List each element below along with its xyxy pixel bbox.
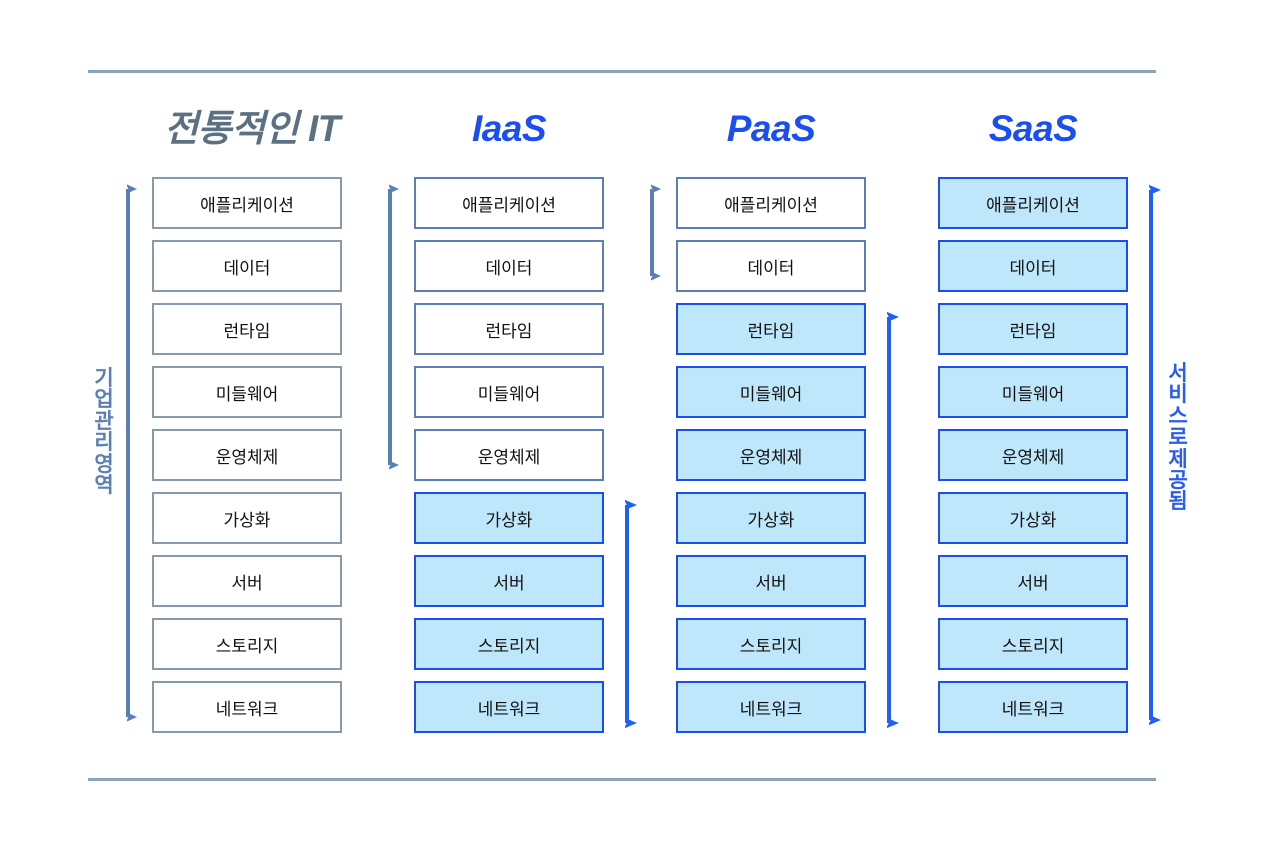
paas-provided-arrow <box>887 302 904 738</box>
layer-box-network[interactable]: 네트워크 <box>414 681 604 733</box>
layer-box-data[interactable]: 데이터 <box>152 240 342 292</box>
layer-box-data[interactable]: 데이터 <box>676 240 866 292</box>
layer-box-runtime[interactable]: 런타임 <box>938 303 1128 355</box>
stack-paas: 애플리케이션 데이터 런타임 미들웨어 운영체제 가상화 서버 스토리지 네트워… <box>676 177 866 744</box>
layer-box-application[interactable]: 애플리케이션 <box>152 177 342 229</box>
layer-box-storage[interactable]: 스토리지 <box>414 618 604 670</box>
top-divider-rule <box>88 70 1156 73</box>
layer-box-server[interactable]: 서버 <box>414 555 604 607</box>
column-title-iaas: IaaS <box>471 108 547 149</box>
layer-box-virtualization[interactable]: 가상화 <box>414 492 604 544</box>
layer-box-middleware[interactable]: 미들웨어 <box>152 366 342 418</box>
layer-box-runtime[interactable]: 런타임 <box>676 303 866 355</box>
layer-box-middleware[interactable]: 미들웨어 <box>676 366 866 418</box>
layer-box-server[interactable]: 서버 <box>152 555 342 607</box>
layer-box-virtualization[interactable]: 가상화 <box>152 492 342 544</box>
layer-box-runtime[interactable]: 런타임 <box>414 303 604 355</box>
layer-box-server[interactable]: 서버 <box>938 555 1128 607</box>
layer-box-server[interactable]: 서버 <box>676 555 866 607</box>
layer-box-os[interactable]: 운영체제 <box>938 429 1128 481</box>
layer-box-data[interactable]: 데이터 <box>414 240 604 292</box>
layer-box-middleware[interactable]: 미들웨어 <box>938 366 1128 418</box>
column-title-traditional-it: 전통적인 IT <box>164 108 340 149</box>
bottom-divider-rule <box>88 778 1156 781</box>
layer-box-os[interactable]: 운영체제 <box>676 429 866 481</box>
layer-box-runtime[interactable]: 런타임 <box>152 303 342 355</box>
layer-box-application[interactable]: 애플리케이션 <box>676 177 866 229</box>
stack-iaas: 애플리케이션 데이터 런타임 미들웨어 운영체제 가상화 서버 스토리지 네트워… <box>414 177 604 744</box>
layer-box-middleware[interactable]: 미들웨어 <box>414 366 604 418</box>
layer-box-network[interactable]: 네트워크 <box>938 681 1128 733</box>
layer-box-virtualization[interactable]: 가상화 <box>676 492 866 544</box>
layer-box-os[interactable]: 운영체제 <box>414 429 604 481</box>
layer-box-storage[interactable]: 스토리지 <box>938 618 1128 670</box>
layer-box-network[interactable]: 네트워크 <box>676 681 866 733</box>
column-title-paas: PaaS <box>726 108 816 149</box>
stack-traditional-it: 애플리케이션 데이터 런타임 미들웨어 운영체제 가상화 서버 스토리지 네트워… <box>152 177 342 744</box>
layer-box-storage[interactable]: 스토리지 <box>676 618 866 670</box>
layer-box-application[interactable]: 애플리케이션 <box>938 177 1128 229</box>
layer-box-os[interactable]: 운영체제 <box>152 429 342 481</box>
saas-provided-arrow <box>1149 175 1166 735</box>
layer-box-application[interactable]: 애플리케이션 <box>414 177 604 229</box>
paas-managed-arrow <box>650 175 666 290</box>
stack-saas: 애플리케이션 데이터 런타임 미들웨어 운영체제 가상화 서버 스토리지 네트워… <box>938 177 1128 744</box>
iaas-provided-arrow <box>625 490 642 738</box>
side-label-enterprise-managed: 기업관리 영역 <box>94 367 120 498</box>
traditional-managed-arrow <box>126 175 142 731</box>
layer-box-network[interactable]: 네트워크 <box>152 681 342 733</box>
side-label-provided-as-service: 서비스로 제공됨 <box>1168 362 1194 514</box>
layer-box-virtualization[interactable]: 가상화 <box>938 492 1128 544</box>
iaas-managed-arrow <box>388 175 404 479</box>
layer-box-storage[interactable]: 스토리지 <box>152 618 342 670</box>
layer-box-data[interactable]: 데이터 <box>938 240 1128 292</box>
column-title-saas: SaaS <box>988 108 1078 149</box>
